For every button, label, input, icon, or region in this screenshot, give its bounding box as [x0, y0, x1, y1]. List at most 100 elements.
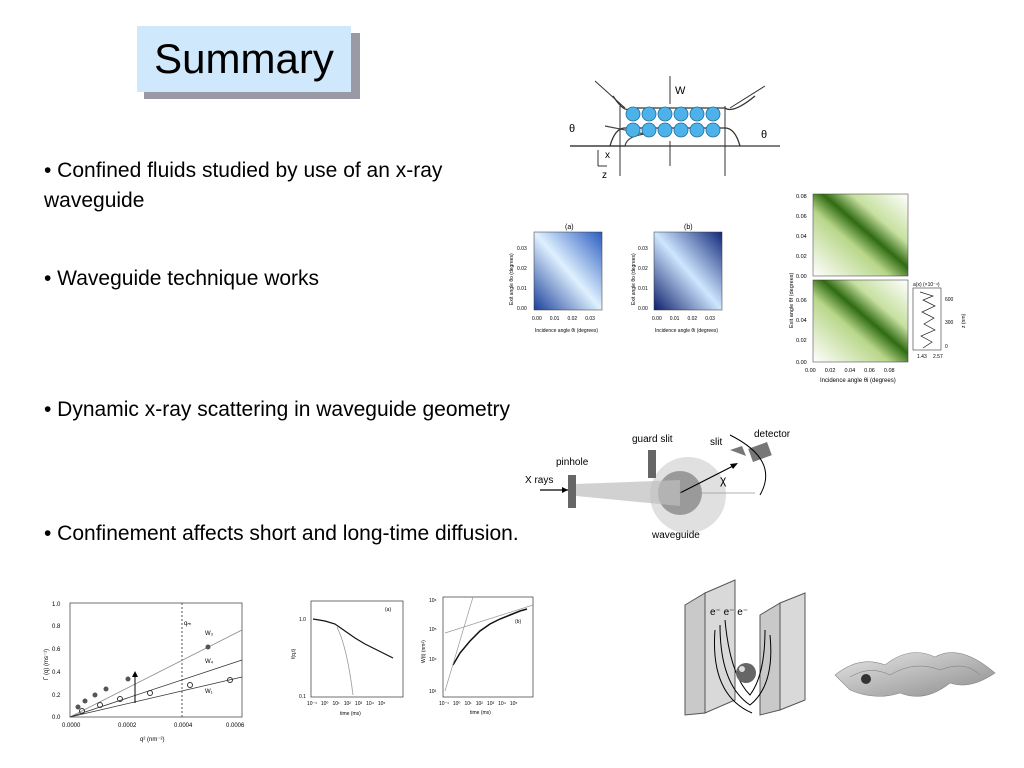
svg-text:10³: 10³	[429, 689, 437, 695]
svg-text:0.0000: 0.0000	[62, 723, 81, 729]
gamma-yticks: 0.0 0.2 0.4 0.6 0.8 1.0	[52, 602, 61, 721]
svg-text:0.03: 0.03	[638, 246, 648, 252]
waveguide-label: waveguide	[651, 530, 700, 541]
intensity-maps-large: a(x) (×10⁻⁴) 600 300 0 z (nm) 1.43 2.57 …	[789, 193, 967, 384]
profile-panel	[912, 287, 942, 351]
pinhole-block	[568, 475, 576, 508]
svg-text:0.04: 0.04	[796, 318, 807, 324]
gamma-plot: W₃ W₄ W₁ qₘ 0.0 0.2 0.4 0.6 0.8 1.0 0.00…	[44, 602, 245, 743]
slit-block	[730, 446, 746, 456]
surface-sphere	[861, 674, 871, 684]
svg-text:0.08: 0.08	[796, 194, 807, 200]
svg-text:0.6: 0.6	[52, 647, 61, 653]
detector-block	[748, 442, 772, 462]
wt-panel-label: (b)	[515, 619, 521, 625]
gamma-xlabel: q² (nm⁻²)	[140, 737, 165, 743]
gamma-xticks: 0.0000 0.0002 0.0004 0.0006	[62, 723, 245, 729]
svg-text:600: 600	[945, 297, 954, 303]
profile-ylabel: z (nm)	[961, 314, 967, 329]
gamma-qc-label: qₘ	[184, 621, 191, 627]
svg-text:10⁶: 10⁶	[429, 598, 437, 604]
map-b-xlabel: Incidence angle θi (degrees)	[655, 328, 718, 334]
map-b-yticks: 0.03 0.02 0.01 0.00	[638, 246, 648, 312]
setup-diagram: X rays pinhole guard slit slit detector …	[525, 429, 791, 541]
map-a-image	[533, 231, 603, 311]
profile-yticks: 600 300 0	[945, 297, 954, 350]
detector-label: detector	[754, 429, 791, 440]
schematic-theta-left: θ	[569, 123, 575, 135]
map-b-image	[653, 231, 723, 311]
svg-text:0.02: 0.02	[638, 266, 648, 272]
map-a-ylabel: Exit angle θo (degrees)	[509, 253, 515, 305]
schematic-theta-right: θ	[761, 129, 767, 141]
svg-text:0.01: 0.01	[638, 286, 648, 292]
svg-text:0.00: 0.00	[638, 306, 648, 312]
fqt-ytick-01: 0.1	[299, 694, 306, 700]
svg-text:0.4: 0.4	[52, 670, 61, 676]
map-top-yticks: 0.08 0.06 0.04 0.02 0.00	[796, 194, 807, 280]
svg-text:0.2: 0.2	[52, 693, 61, 699]
map-b-label: (b)	[684, 224, 693, 231]
xrays-label: X rays	[525, 475, 553, 486]
electron-plates-illustration: e⁻ e⁻ e⁻	[684, 579, 806, 716]
wt-xlabel: time (ms)	[470, 710, 491, 716]
map-bottom-image	[812, 279, 909, 363]
schematic-x-label: x	[605, 150, 610, 161]
svg-text:0.0: 0.0	[52, 715, 61, 721]
fqt-ytick-1: 1.0	[299, 617, 306, 623]
svg-text:0.00: 0.00	[517, 306, 527, 312]
svg-text:0.8: 0.8	[52, 624, 61, 630]
fqt-ylabel: f(q,t)	[291, 648, 297, 659]
svg-text:0.04: 0.04	[796, 234, 807, 240]
svg-text:10⁴: 10⁴	[429, 657, 437, 663]
map-a-label: (a)	[565, 224, 574, 231]
profile-xticks: 1.43 2.57	[917, 354, 943, 360]
bullet-confinement-diffusion: • Confinement affects short and long-tim…	[44, 522, 519, 545]
fqt-xlabel: time (ms)	[340, 711, 361, 717]
svg-text:0.0004: 0.0004	[174, 723, 193, 729]
waveguide-schematic: W θ θ x z	[569, 76, 780, 181]
svg-text:0.02: 0.02	[796, 338, 807, 344]
bullet-dynamic-scattering: • Dynamic x-ray scattering in waveguide …	[44, 398, 511, 421]
energy-surface-illustration	[834, 652, 996, 697]
schematic-w-label: W	[675, 85, 686, 97]
wt-yticks: 10⁶ 10⁵ 10⁴ 10³	[429, 598, 437, 695]
svg-text:2.57: 2.57	[933, 354, 943, 360]
map-large-xlabel: Incidence angle θi (degrees)	[820, 378, 896, 384]
bullet-confined-fluids: • Confined fluids studied by use of an x…	[44, 159, 443, 212]
wt-ylabel: W(t) (nm²)	[421, 640, 427, 663]
map-top-image	[812, 193, 909, 277]
map-bottom-yticks: 0.06 0.04 0.02 0.00	[796, 298, 807, 366]
title-box: Summary	[137, 26, 351, 92]
schematic-z-label: z	[602, 170, 607, 181]
gamma-label-w4: W₄	[205, 659, 214, 665]
svg-text:0.06: 0.06	[796, 214, 807, 220]
electrons-label: e⁻ e⁻ e⁻	[710, 607, 748, 618]
particle-sphere	[736, 663, 756, 683]
svg-text:0.02: 0.02	[517, 266, 527, 272]
svg-text:0.03: 0.03	[517, 246, 527, 252]
fqt-panel-label: (a)	[385, 607, 391, 613]
bullet-technique-works: • Waveguide technique works	[44, 267, 320, 290]
svg-text:300: 300	[945, 320, 954, 326]
guard-slit-label: guard slit	[632, 434, 673, 445]
map-b-ylabel: Exit angle θo (degrees)	[631, 253, 637, 305]
page-title: Summary	[154, 35, 334, 82]
svg-text:0.0006: 0.0006	[226, 723, 245, 729]
gamma-label-w1: W₁	[205, 689, 213, 695]
svg-text:0: 0	[945, 344, 948, 350]
svg-text:0.0002: 0.0002	[118, 723, 137, 729]
profile-title: a(x) (×10⁻⁴)	[913, 282, 940, 288]
svg-text:10⁵: 10⁵	[429, 627, 437, 633]
map-a-yticks: 0.03 0.02 0.01 0.00	[517, 246, 527, 312]
svg-text:0.02: 0.02	[796, 254, 807, 260]
guard-slit-block	[648, 450, 656, 478]
svg-text:1.0: 1.0	[52, 602, 61, 608]
